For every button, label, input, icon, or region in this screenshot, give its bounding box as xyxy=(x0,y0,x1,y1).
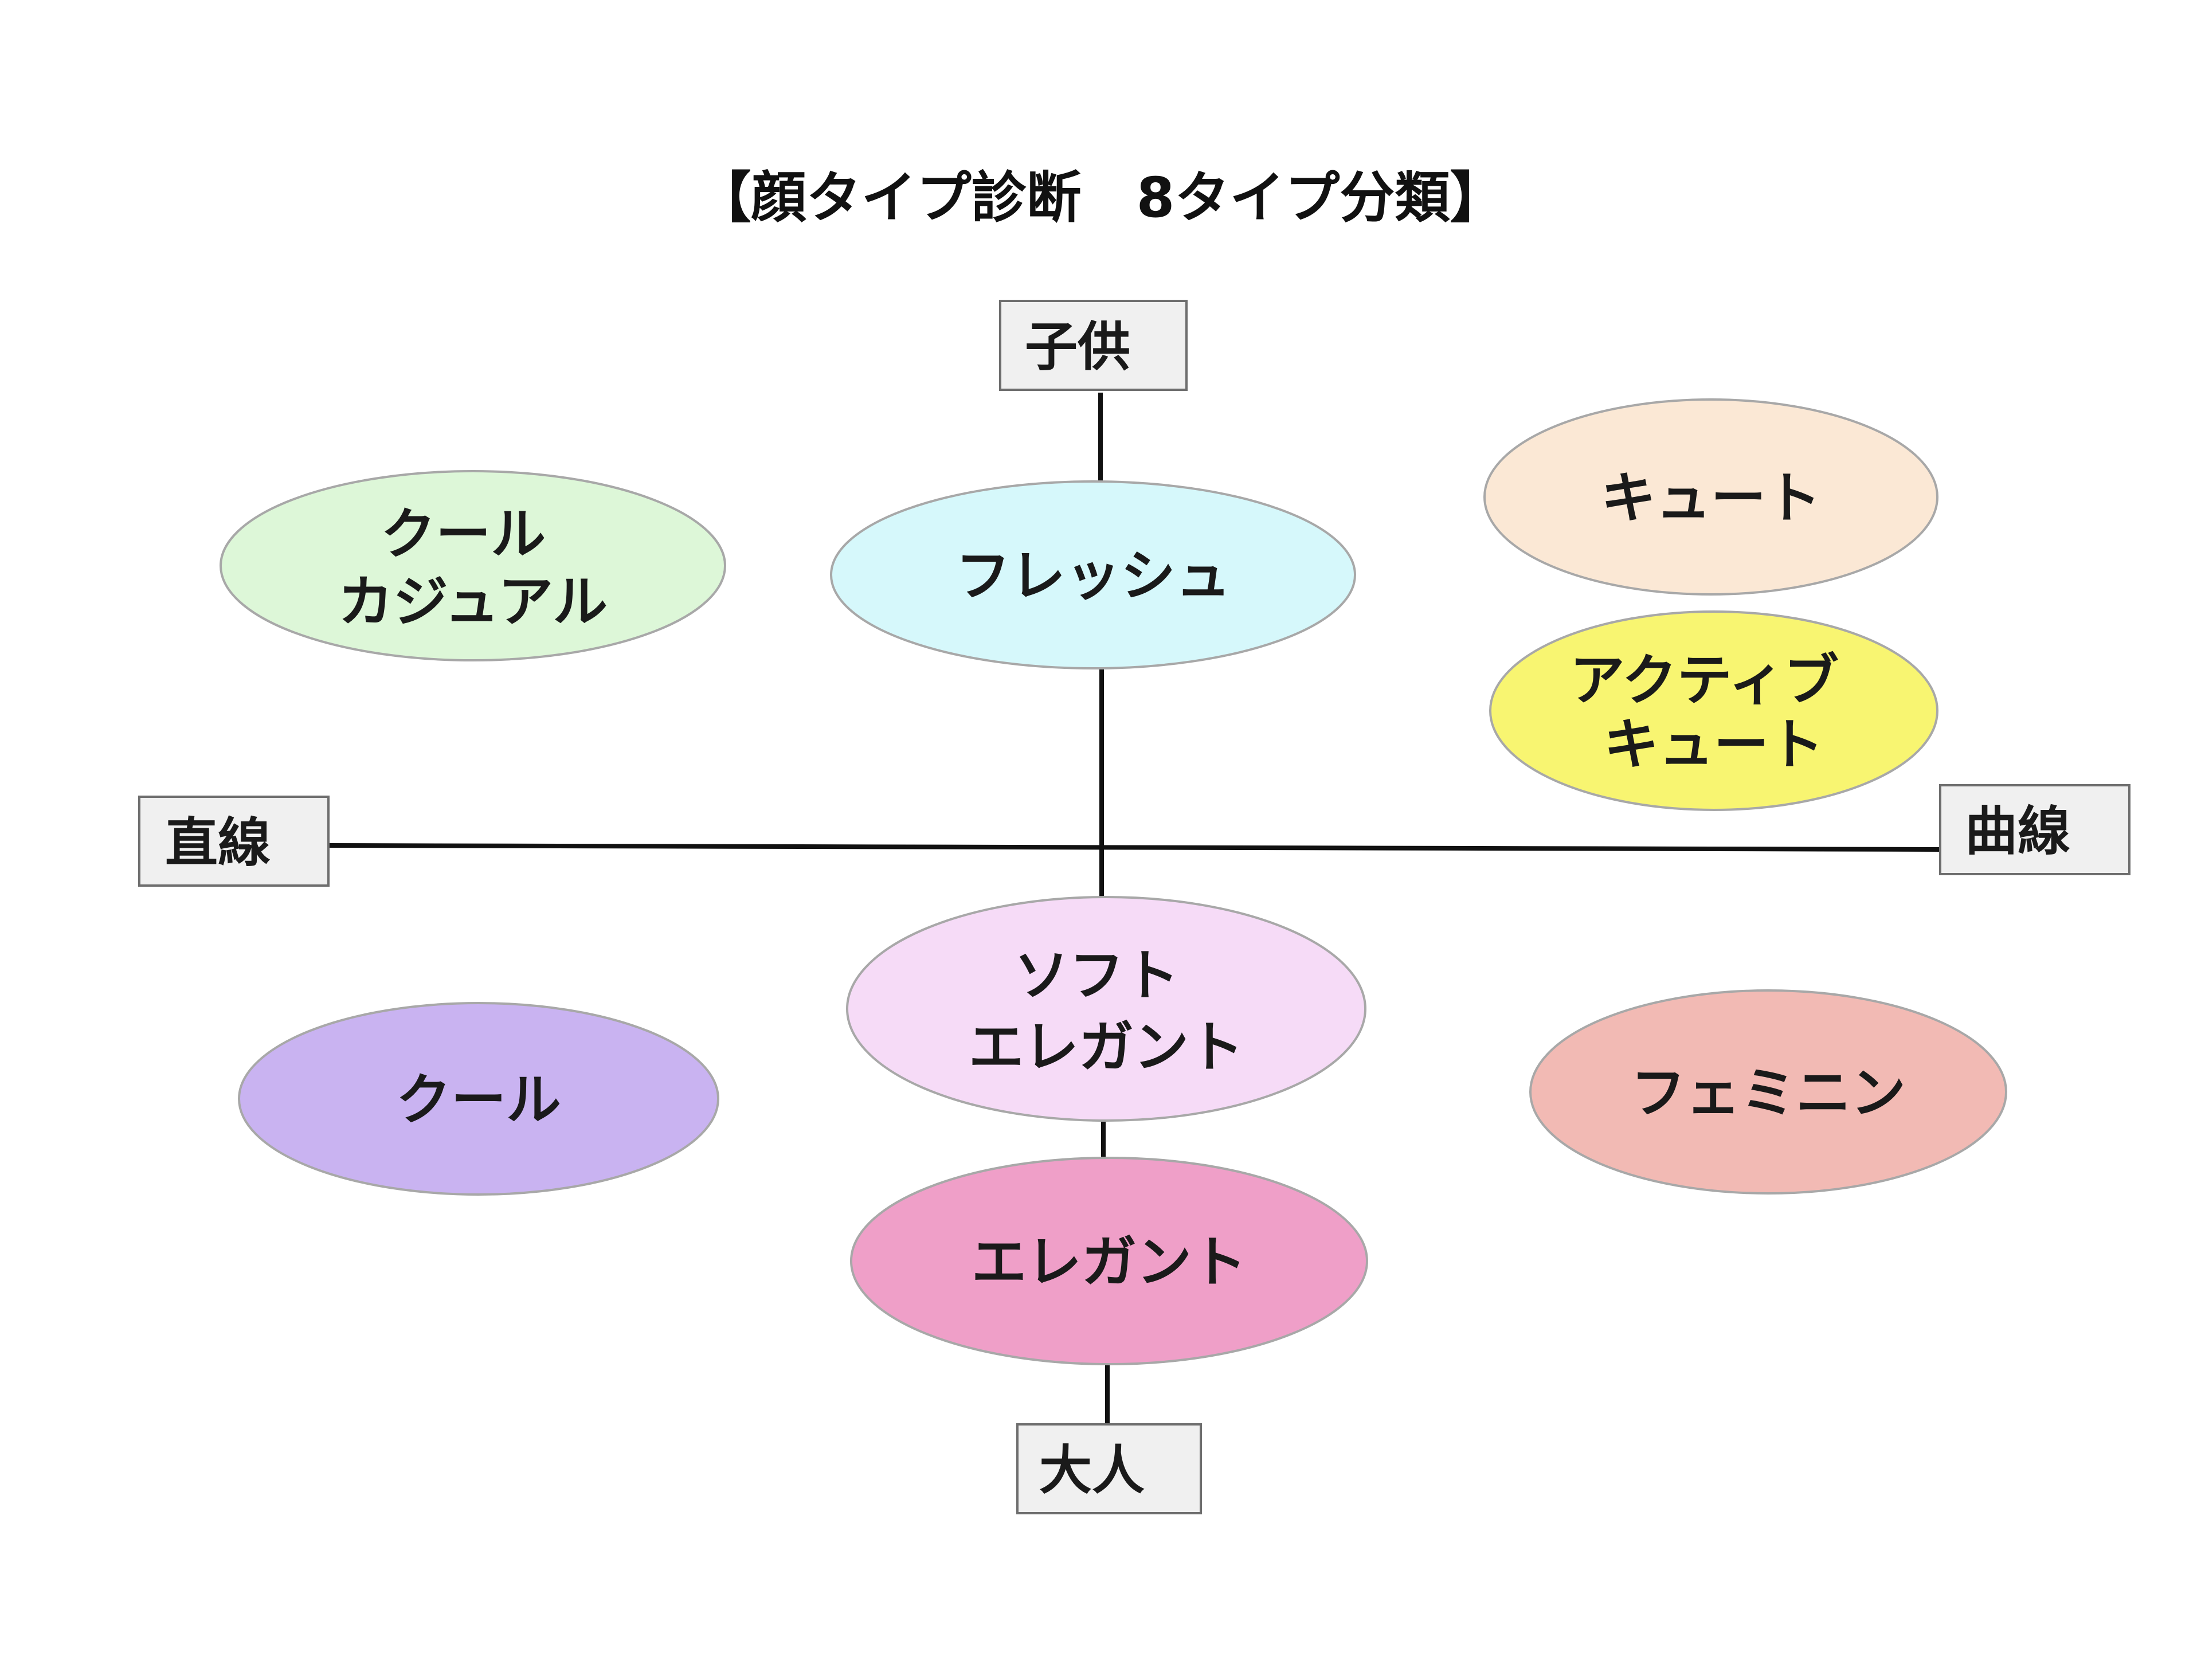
axis-label-top: 子供 xyxy=(999,300,1188,391)
type-active-cute-line-1: アクティブ xyxy=(1570,648,1839,712)
type-fresh: フレッシュ xyxy=(830,480,1356,669)
type-cute-shape xyxy=(1483,398,1938,596)
type-fresh-label: フレッシュ xyxy=(955,544,1231,608)
svg-text:アクティブ キュート: アクティブ キュート xyxy=(1570,648,1858,777)
type-elegant-label: エレガント xyxy=(972,1230,1247,1294)
axis-label-left: 直線 xyxy=(138,796,330,887)
axis-label-top-text: 子供 xyxy=(1025,316,1130,378)
type-feminine-label: フェミニン xyxy=(1631,1061,1906,1125)
axis-label-right-text: 曲線 xyxy=(1965,801,2070,862)
type-cute-label: キュート xyxy=(1601,466,1821,530)
type-cool-label: クール xyxy=(396,1068,561,1132)
type-active-cute-line-2: キュート xyxy=(1604,712,1824,777)
axis-label-left-text: 直線 xyxy=(165,812,271,874)
type-elegant-shape xyxy=(850,1157,1368,1365)
type-cool: クール xyxy=(238,1002,719,1196)
type-active-cute-shape xyxy=(1489,610,1938,811)
type-cool-casual-shape xyxy=(220,470,726,661)
type-active-cute: アクティブ キュート xyxy=(1489,610,1938,811)
type-cool-shape xyxy=(238,1002,719,1196)
type-feminine: フェミニン xyxy=(1529,989,2007,1195)
type-soft-elegant-line-1: ソフト xyxy=(1014,943,1179,1008)
type-cool-casual-line-1: クール xyxy=(381,502,546,566)
axis-label-bottom-text: 大人 xyxy=(1039,1440,1145,1501)
diagram-title: 【顔タイプ診断 8タイプ分類】 xyxy=(696,166,1505,230)
axis-label-right: 曲線 xyxy=(1939,784,2130,875)
type-soft-elegant: ソフト エレガント xyxy=(846,896,1366,1122)
type-cool-casual: クール カジュアル xyxy=(220,470,726,661)
type-fresh-shape xyxy=(830,480,1356,669)
type-cool-casual-line-2: カジュアル xyxy=(338,570,608,634)
svg-text:クール カジュアル: クール カジュアル xyxy=(338,502,608,634)
type-soft-elegant-line-2: エレガント xyxy=(969,1015,1244,1079)
axis-label-bottom: 大人 xyxy=(1016,1423,1202,1514)
type-soft-elegant-shape xyxy=(846,896,1366,1122)
svg-text:ソフト エレガント: ソフト エレガント xyxy=(969,943,1244,1079)
type-cute: キュート xyxy=(1483,398,1938,596)
type-elegant: エレガント xyxy=(850,1157,1368,1365)
horizontal-axis xyxy=(329,843,1941,852)
type-feminine-shape xyxy=(1529,989,2007,1195)
